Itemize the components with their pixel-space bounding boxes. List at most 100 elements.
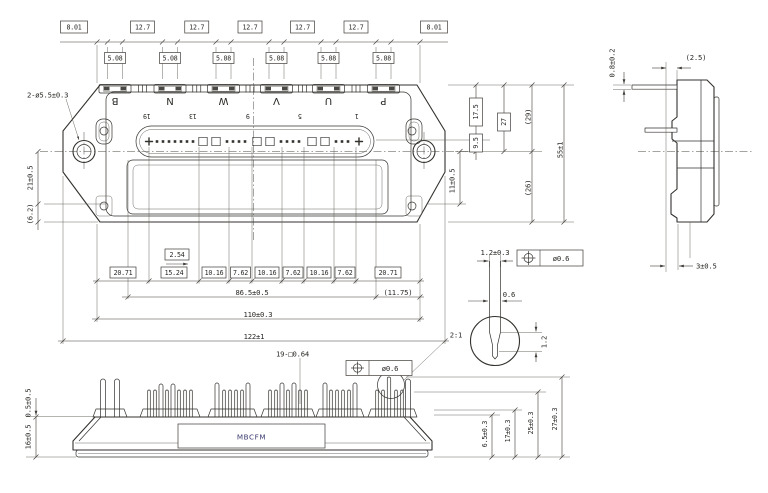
dim-box <box>159 52 181 64</box>
slot-width-dim: 5.08 <box>162 55 177 63</box>
pitch-chain-dim: 20.71 <box>379 269 398 277</box>
position-tolerance-frame: ø0.6 <box>516 249 584 267</box>
dim-29: (29) <box>524 109 533 126</box>
dim-16: 16±0.5 <box>24 425 33 450</box>
dim-27-front: 27±0.3 <box>551 407 559 430</box>
detail-dim-thickness: 0.6 <box>503 290 515 299</box>
detail-dim-tip: 1.2 <box>540 336 549 348</box>
dim-26: (26) <box>524 180 533 197</box>
tolerance-value: ø0.6 <box>553 254 570 263</box>
dim-box <box>372 52 395 64</box>
tolerance-value: ø0.6 <box>382 364 399 373</box>
side-pin-top <box>631 84 678 90</box>
slot-width-dim: 5.08 <box>269 55 284 63</box>
recess-outer <box>126 159 389 215</box>
dim-box <box>374 266 402 279</box>
dim-0-8: 0.8±0.2 <box>608 49 617 78</box>
front-pins <box>92 376 418 418</box>
pin-slot <box>135 125 375 158</box>
pitch-chain-dim: 10.16 <box>310 269 329 277</box>
detail-pin-shape <box>489 261 501 360</box>
pin-number: 1 <box>355 112 359 120</box>
front-body <box>72 416 433 451</box>
dim-11: 11±0.5 <box>448 169 457 194</box>
mounting-hole-left <box>72 139 96 164</box>
pin-detail-view: 1.2±0.3 ø0.6 0.6 <box>403 248 584 381</box>
dim-box <box>317 52 340 64</box>
position-tolerance-icon <box>351 361 364 375</box>
detail-scale-label: 2:1 <box>450 331 462 340</box>
slot-width-dim: 5.08 <box>321 55 336 63</box>
pitch-dim: 8.01 <box>66 24 81 32</box>
brand-label: MBCFM <box>237 433 266 442</box>
dim-6-2: (6.2) <box>26 204 35 225</box>
dim-9-5: 9.5 <box>472 137 480 149</box>
label-plate <box>177 423 326 449</box>
pitch-chain-dim: 10.16 <box>258 269 277 277</box>
pitch-chain-dim: 10.16 <box>205 269 224 277</box>
pin-number: 5 <box>298 112 302 120</box>
dim-122: 122±1 <box>244 332 265 341</box>
side-view: (2.5) 0.8±0.2 3±0.5 <box>608 49 720 272</box>
pin-number: 9 <box>246 112 250 120</box>
dim-27: 27 <box>500 118 508 126</box>
pitch-dim: 12.7 <box>295 24 310 32</box>
pitch-chain-dim: 20.71 <box>114 269 133 277</box>
side-pin-mid <box>644 127 678 133</box>
dim-box <box>230 266 251 279</box>
dim-box <box>254 266 280 279</box>
pitch-dim: 12.7 <box>242 24 257 32</box>
pitch-dim: 8.01 <box>426 24 441 32</box>
power-terminal-slots <box>98 84 400 94</box>
pitch-chain-dim: 15.24 <box>165 269 184 277</box>
case-top-face <box>105 91 412 217</box>
position-tolerance-icon <box>521 251 536 265</box>
dim-box <box>265 52 288 64</box>
dim-box <box>212 52 235 64</box>
terminal-label: B <box>111 95 118 106</box>
dim-box <box>130 20 155 34</box>
dim-110: 110±0.3 <box>244 310 273 319</box>
pitch-chain-dim: 7.62 <box>285 269 300 277</box>
dim-55: 55±1 <box>556 142 565 159</box>
plan-dims-right: 17.5 9.5 27 (29) 11±0.5 (26) 55±1 <box>376 82 574 225</box>
terminal-label: P <box>380 95 386 106</box>
front-view: MBCFM 19-□0.64 ø0.6 0.5±0.5 16±0.5 <box>24 350 570 460</box>
pin-row <box>144 136 364 147</box>
dim-3: 3±0.5 <box>696 262 717 271</box>
module-outline <box>62 84 446 223</box>
slot-width-dim: 5.08 <box>376 55 391 63</box>
dim-box <box>184 20 210 34</box>
hole-callout: 2-ø5.5±0.3 <box>27 91 68 100</box>
mounting-hole-right <box>412 139 436 164</box>
detail-dim-width: 1.2±0.3 <box>481 248 510 257</box>
pitch-chain-dim: 7.62 <box>233 269 248 277</box>
clip-slots <box>95 118 423 217</box>
dim-box <box>60 20 88 34</box>
dim-25: 25±0.3 <box>527 411 535 434</box>
dim-box <box>201 266 227 279</box>
dim-box <box>160 266 188 279</box>
slot-width-dim: 5.08 <box>216 55 231 63</box>
pin-number: 13 <box>189 112 197 120</box>
pitch-dim: 12.7 <box>189 24 204 32</box>
plan-dims-left: 2-ø5.5±0.3 21±0.5 (6.2) <box>26 91 106 230</box>
terminal-label: W <box>218 95 228 106</box>
side-outline <box>670 79 715 223</box>
pitch-chain-dim: 7.62 <box>337 269 352 277</box>
terminal-label: V <box>273 95 280 106</box>
detail-circle <box>469 315 521 367</box>
slot-width-dim: 5.08 <box>107 55 122 63</box>
dim-box <box>306 266 332 279</box>
dim-17: 17±0.3 <box>504 419 512 442</box>
recess-inner <box>132 164 383 210</box>
dim-86-5: 86.5±0.5 <box>235 288 268 297</box>
dim-box <box>343 20 369 34</box>
position-tolerance-frame-front: ø0.6 <box>345 360 413 376</box>
pitch-dim: 12.7 <box>348 24 363 32</box>
dim-box <box>420 20 448 34</box>
